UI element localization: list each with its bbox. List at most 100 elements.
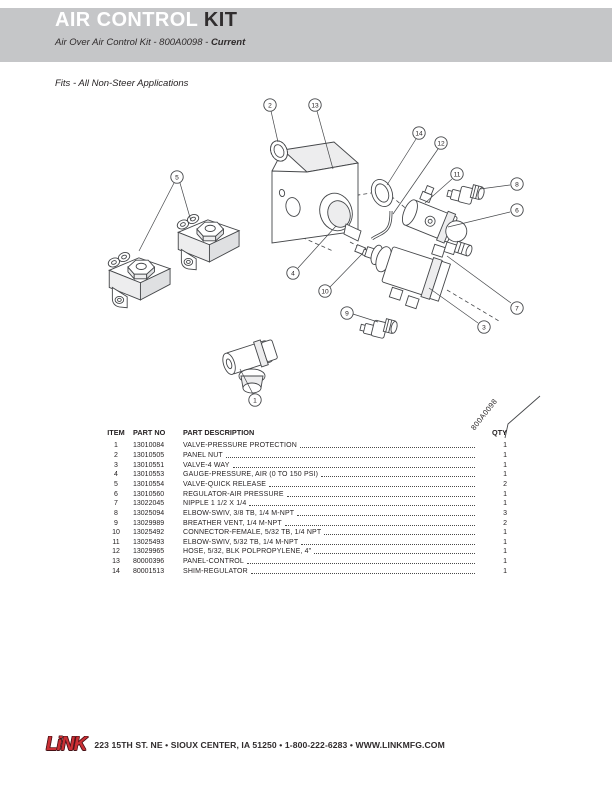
page-title: AIR CONTROL KIT bbox=[55, 9, 237, 32]
qty-cell: 1 bbox=[503, 558, 507, 566]
description-cell: CONNECTOR-FEMALE, 5/32 TB, 1/4 NPT bbox=[183, 529, 477, 536]
svg-text:9: 9 bbox=[345, 310, 349, 317]
qty-cell: 1 bbox=[503, 567, 507, 575]
part-breather-vent bbox=[358, 312, 399, 342]
part-regulator bbox=[399, 181, 478, 249]
table-row: 14 80001513 SHIM-REGULATOR 1 bbox=[103, 565, 507, 575]
dotted-leader bbox=[324, 534, 475, 536]
description-text: BREATHER VENT, 1/4 M-NPT bbox=[183, 519, 282, 527]
part-shim-regulator bbox=[367, 176, 396, 209]
svg-text:2: 2 bbox=[268, 102, 272, 109]
description-text: HOSE, 5/32, BLK POLPROPYLENE, 4" bbox=[183, 548, 312, 556]
dotted-leader bbox=[246, 563, 475, 565]
description-cell: SHIM-REGULATOR bbox=[183, 568, 477, 575]
item-cell: 3 bbox=[114, 461, 118, 469]
dash-axis-5 bbox=[447, 290, 499, 321]
qty-cell: 1 bbox=[503, 471, 507, 479]
callout-7: 7 bbox=[447, 256, 523, 314]
part-quick-release-valve-upper bbox=[175, 212, 240, 271]
svg-text:8: 8 bbox=[515, 181, 519, 188]
svg-text:3: 3 bbox=[482, 324, 486, 331]
callout-8: 8 bbox=[480, 178, 523, 190]
part-no-cell: 13025493 bbox=[133, 538, 165, 546]
svg-text:4: 4 bbox=[291, 270, 295, 277]
qty-cell: 1 bbox=[503, 490, 507, 498]
qty-cell: 2 bbox=[503, 481, 507, 488]
qty-cell: 1 bbox=[503, 461, 507, 469]
svg-text:11: 11 bbox=[454, 171, 461, 178]
footer: LiNK 223 15TH ST. NE • SIOUX CENTER, IA … bbox=[46, 735, 445, 754]
part-no-cell: 80000396 bbox=[133, 558, 165, 566]
description-cell: PANEL-CONTROL bbox=[183, 558, 477, 565]
page-subtitle: Air Over Air Control Kit - 800A0098 - Cu… bbox=[55, 37, 245, 48]
table-row: 10 13025492 CONNECTOR-FEMALE, 5/32 TB, 1/4… bbox=[103, 527, 507, 537]
description-text: PANEL-CONTROL bbox=[183, 558, 244, 566]
dotted-leader bbox=[301, 543, 475, 545]
item-cell: 11 bbox=[112, 538, 120, 546]
part-panel-nut bbox=[267, 138, 290, 164]
dotted-leader bbox=[232, 466, 475, 468]
dotted-leader bbox=[284, 524, 475, 526]
subtitle-text: Air Over Air Control Kit - 800A0098 - bbox=[55, 37, 211, 48]
item-cell: 10 bbox=[112, 529, 120, 537]
svg-text:7: 7 bbox=[515, 305, 519, 312]
item-cell: 8 bbox=[114, 509, 118, 517]
svg-text:1: 1 bbox=[253, 397, 257, 404]
part-no-cell: 13010084 bbox=[133, 442, 165, 450]
column-header-part-no: PART NO bbox=[133, 428, 166, 437]
part-no-cell: 13029989 bbox=[133, 519, 165, 527]
column-header-qty: QTY bbox=[492, 428, 507, 437]
qty-cell: 3 bbox=[503, 509, 507, 517]
description-text: REGULATOR-AIR PRESSURE bbox=[183, 490, 284, 498]
part-no-cell: 13029965 bbox=[133, 548, 165, 556]
qty-cell: 1 bbox=[503, 538, 507, 546]
part-no-cell: 13022045 bbox=[133, 500, 165, 508]
part-no-cell: 13010560 bbox=[133, 490, 165, 498]
dotted-leader bbox=[286, 495, 475, 497]
description-cell: BREATHER VENT, 1/4 M-NPT bbox=[183, 520, 477, 527]
callout-13: 13 bbox=[309, 99, 333, 169]
description-cell: ELBOW-SWIV, 5/32 TB, 1/4 M-NPT bbox=[183, 539, 477, 546]
callout-2: 2 bbox=[264, 99, 278, 142]
callout-6: 6 bbox=[448, 204, 523, 227]
qty-cell: 1 bbox=[503, 452, 507, 460]
fits-note: Fits - All Non-Steer Applications bbox=[55, 78, 189, 89]
header-bar bbox=[0, 8, 612, 62]
description-cell: REGULATOR-AIR PRESSURE bbox=[183, 491, 477, 498]
description-text: ELBOW-SWIV, 3/8 TB, 1/4 M-NPT bbox=[183, 509, 295, 517]
page-title-primary: AIR CONTROL bbox=[55, 9, 198, 31]
description-text: ELBOW-SWIV, 5/32 TB, 1/4 M-NPT bbox=[183, 538, 299, 546]
item-cell: 5 bbox=[114, 481, 118, 488]
dotted-leader bbox=[250, 572, 475, 574]
callout-5: 5 bbox=[139, 171, 191, 251]
dash-axis-2 bbox=[391, 196, 409, 211]
dotted-leader bbox=[299, 447, 475, 449]
item-cell: 14 bbox=[112, 567, 120, 575]
callout-1: 1 bbox=[240, 369, 261, 406]
description-cell: VALVE-QUICK RELEASE bbox=[183, 481, 477, 488]
svg-text:5: 5 bbox=[175, 174, 179, 181]
table-row: 13 80000396 PANEL-CONTROL 1 bbox=[103, 555, 507, 565]
dotted-leader bbox=[225, 457, 475, 459]
item-cell: 12 bbox=[112, 548, 120, 556]
callout-14: 14 bbox=[387, 127, 425, 185]
item-cell: 13 bbox=[112, 558, 120, 566]
svg-text:13: 13 bbox=[311, 102, 319, 109]
callout-9: 9 bbox=[341, 307, 378, 322]
description-text: SHIM-REGULATOR bbox=[183, 567, 248, 575]
qty-cell: 1 bbox=[503, 500, 507, 508]
svg-text:14: 14 bbox=[415, 130, 423, 137]
parts-table-header: ITEM PART NO PART DESCRIPTION QTY bbox=[103, 428, 507, 437]
part-no-cell: 13025492 bbox=[133, 529, 165, 537]
svg-text:10: 10 bbox=[321, 288, 329, 295]
part-pressure-protection-valve bbox=[220, 337, 279, 393]
callout-3: 3 bbox=[429, 288, 490, 333]
part-no-cell: 80001513 bbox=[133, 567, 165, 575]
